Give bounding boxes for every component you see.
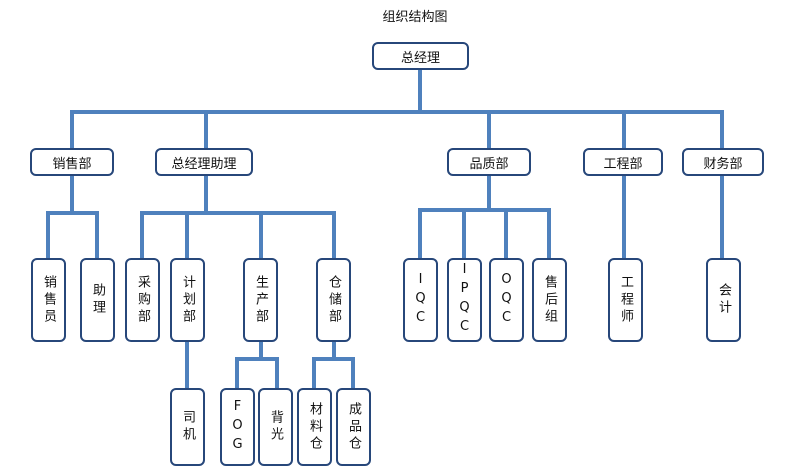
node-purchasing: 采购部 [125,258,160,342]
connector-sales [46,174,99,260]
connector-production [235,340,279,390]
node-fog: FOG [220,388,255,466]
node-backlight: 背光 [258,388,293,466]
connector-gm-assistant [140,174,336,260]
node-gm-assistant: 总经理助理 [155,148,253,176]
node-finance-dept: 财务部 [682,148,764,176]
node-ipqc: IPQC [447,258,482,342]
chart-title: 组织结构图 [382,10,448,25]
connector-quality [418,174,551,260]
node-iqc: IQC [403,258,438,342]
node-finished-warehouse: 成品仓 [336,388,371,466]
node-engineering-dept: 工程部 [583,148,663,176]
node-assistant: 助理 [80,258,115,342]
node-planning: 计划部 [170,258,205,342]
node-sales-dept: 销售部 [30,148,114,176]
node-general-manager: 总经理 [372,42,469,70]
connector-warehouse [312,340,355,390]
node-material-warehouse: 材料仓 [297,388,332,466]
node-engineer: 工程师 [608,258,643,342]
node-driver: 司机 [170,388,205,466]
node-salesperson: 销售员 [31,258,66,342]
node-quality-dept: 品质部 [447,148,531,176]
node-production: 生产部 [243,258,278,342]
node-accountant: 会计 [706,258,741,342]
node-warehouse: 仓储部 [316,258,351,342]
connector-gm-bus [70,68,724,150]
node-after-sales: 售后组 [532,258,567,342]
node-oqc: OQC [489,258,524,342]
